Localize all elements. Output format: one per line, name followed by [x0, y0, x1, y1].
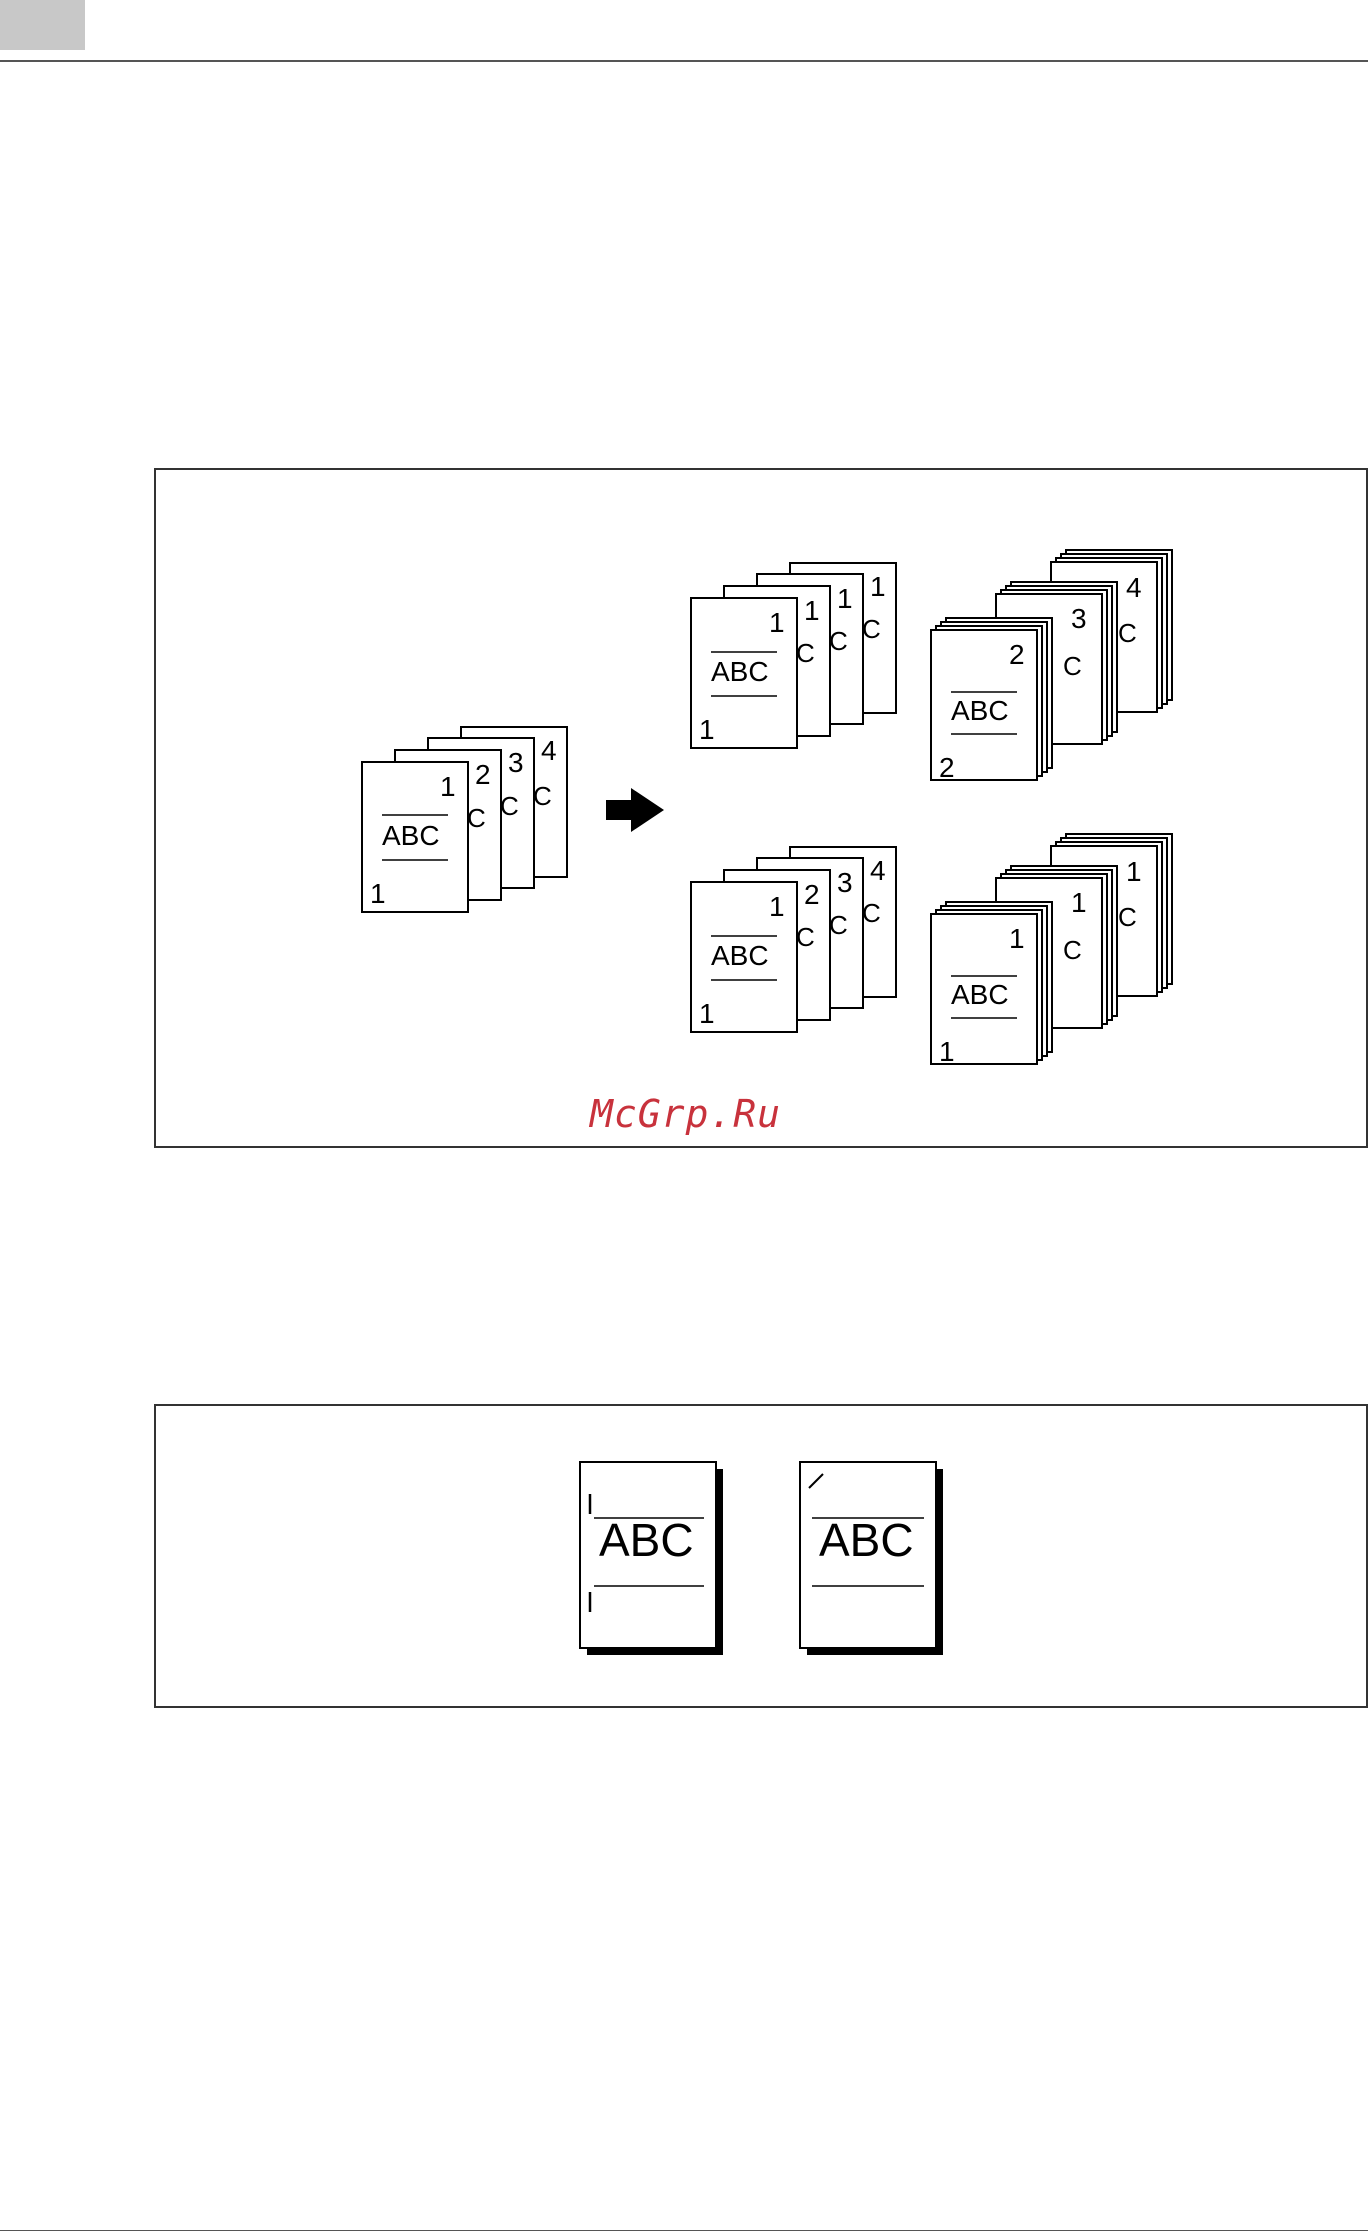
page-number: 3	[1071, 603, 1087, 634]
page-number: 1	[870, 571, 886, 602]
corner-tab	[0, 0, 85, 50]
page-number: 2	[804, 879, 820, 910]
page-footer-number: 1	[370, 878, 386, 909]
page-number: 2	[475, 759, 491, 790]
page-corner-staple: ABC	[800, 1462, 943, 1655]
page-number: 1	[769, 607, 785, 638]
watermark: McGrp.Ru	[590, 1092, 781, 1136]
svg-text:C: C	[862, 898, 881, 928]
svg-text:C: C	[796, 638, 815, 668]
svg-text:C: C	[829, 626, 848, 656]
header-rule	[0, 60, 1368, 62]
page-label: ABC	[951, 695, 1009, 726]
page-footer-number: 1	[699, 714, 715, 745]
svg-text:C: C	[1063, 935, 1082, 965]
svg-text:C: C	[862, 614, 881, 644]
page-number: 1	[1009, 923, 1025, 954]
page-footer-number: 2	[939, 752, 955, 783]
output-stack-top-left: 1 C 1 C 1 C 1 ABC 1	[691, 563, 896, 748]
page-number: 2	[1009, 639, 1025, 670]
page-number: 3	[508, 747, 524, 778]
svg-text:C: C	[1118, 902, 1137, 932]
page-number: 4	[541, 735, 557, 766]
svg-text:C: C	[500, 791, 519, 821]
page-label: ABC	[951, 979, 1009, 1010]
page-number: 3	[837, 867, 853, 898]
svg-text:C: C	[796, 922, 815, 952]
output-stack-top-right: 4 C 3 C 2 ABC 2	[931, 550, 1172, 783]
page-footer-number: 1	[939, 1036, 955, 1067]
page-number: 1	[1126, 856, 1142, 887]
svg-text:C: C	[829, 910, 848, 940]
page-label: ABC	[599, 1514, 694, 1566]
footer-rule	[0, 2230, 1368, 2231]
page-label: ABC	[382, 820, 440, 851]
page-number: 4	[1126, 572, 1142, 603]
page-two-staples: ABC	[580, 1462, 723, 1655]
svg-text:C: C	[1118, 618, 1137, 648]
svg-text:C: C	[467, 803, 486, 833]
page-label: ABC	[711, 656, 769, 687]
svg-text:C: C	[533, 781, 552, 811]
sorting-diagram: 4 C 3 C 2 C 1 ABC 1 1 C 1 C 1 C	[154, 468, 1368, 1148]
page-number: 1	[440, 771, 456, 802]
output-stack-bottom-right: 1 C 1 C 1 ABC 1	[931, 834, 1172, 1067]
staple-position-diagram: ABC ABC	[154, 1404, 1368, 1708]
page-footer-number: 1	[699, 998, 715, 1029]
page-number: 1	[769, 891, 785, 922]
svg-text:C: C	[1063, 651, 1082, 681]
page-number: 1	[1071, 887, 1087, 918]
page-number: 1	[804, 595, 820, 626]
arrow-right-icon	[606, 788, 664, 832]
page-number: 1	[837, 583, 853, 614]
input-document-stack: 4 C 3 C 2 C 1 ABC 1	[362, 727, 567, 912]
page-label: ABC	[819, 1514, 914, 1566]
output-stack-bottom-left: 4 C 3 C 2 C 1 ABC 1	[691, 847, 896, 1032]
page-label: ABC	[711, 940, 769, 971]
page-number: 4	[870, 855, 886, 886]
